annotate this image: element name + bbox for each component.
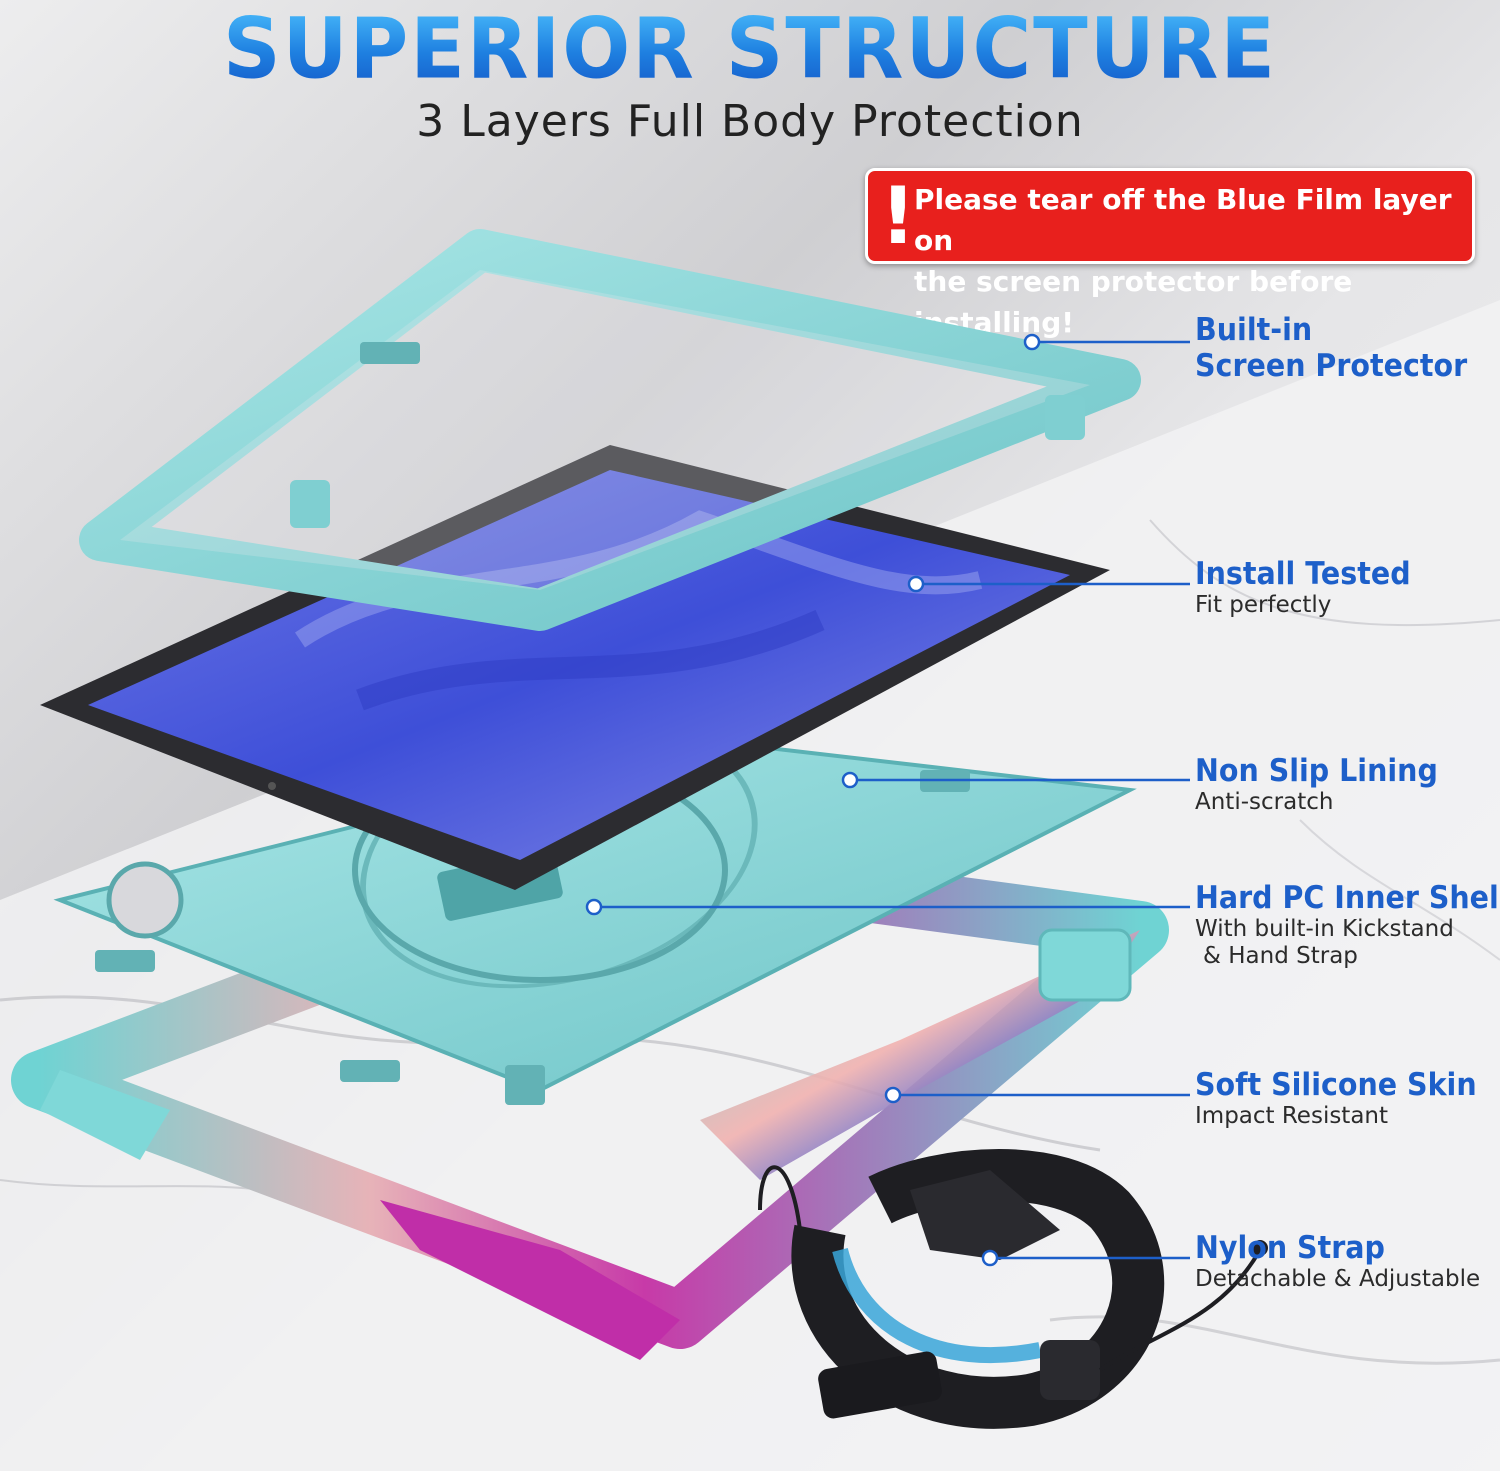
callout-lines <box>594 340 1190 1260</box>
feature-title: Built-in <box>1195 312 1313 348</box>
feature-title: Non Slip Lining <box>1195 753 1438 789</box>
feature-title: Nylon Strap <box>1195 1230 1385 1266</box>
warning-text: Please tear off the Blue Film layer on t… <box>914 179 1474 343</box>
feature-title-2: Screen Protector <box>1195 348 1468 384</box>
feature-subtitle: Detachable & Adjustable <box>1195 1266 1481 1292</box>
feature-install-tested: Install Tested Fit perfectly <box>1195 556 1429 619</box>
feature-title: Install Tested <box>1195 556 1411 592</box>
feature-subtitle: Fit perfectly <box>1195 592 1332 618</box>
feature-subtitle-2: & Hand Strap <box>1203 943 1358 969</box>
nylon-strap <box>758 1149 1268 1429</box>
callout-dots <box>585 333 1041 1267</box>
feature-soft-silicone-skin: Soft Silicone Skin Impact Resistant <box>1195 1067 1500 1130</box>
feature-subtitle: Impact Resistant <box>1195 1103 1389 1129</box>
warning-line-1: Please tear off the Blue Film layer on <box>914 183 1452 257</box>
feature-built-in-screen-protector: Built-in Screen Protector <box>1195 312 1491 384</box>
page-subtitle: 3 Layers Full Body Protection <box>416 96 1084 147</box>
feature-hard-pc-inner-shell: Hard PC Inner Shell With built-in Kickst… <box>1195 880 1500 970</box>
feature-title: Soft Silicone Skin <box>1195 1067 1477 1103</box>
tablet-device <box>40 445 1110 890</box>
page-title: SUPERIOR STRUCTURE <box>0 0 1500 97</box>
feature-nylon-strap: Nylon Strap Detachable & Adjustable <box>1195 1230 1480 1293</box>
warning-banner: ! Please tear off the Blue Film layer on… <box>865 168 1475 339</box>
feature-title: Hard PC Inner Shell <box>1195 880 1500 916</box>
screen-protector-frame <box>79 229 1141 631</box>
feature-subtitle: Anti-scratch <box>1195 789 1334 815</box>
feature-subtitle: With built-in Kickstand <box>1195 916 1454 942</box>
feature-non-slip-lining: Non Slip Lining Anti-scratch <box>1195 753 1459 816</box>
exclamation-icon: ! <box>880 172 916 262</box>
